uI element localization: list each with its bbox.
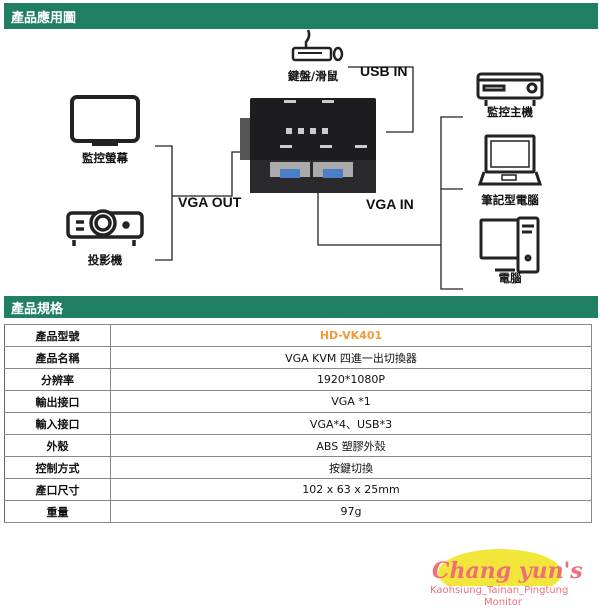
projector-icon [66,209,144,246]
spec-key: 輸入接口 [4,412,111,435]
spec-key: 輸出接口 [4,390,111,413]
watermark-brand: Chang yun's [432,558,583,584]
watermark-sub: Kaohsiung_Tainan_Pingtung [430,585,569,596]
monitor-icon [70,95,140,146]
spec-value: ABS 塑膠外殼 [110,434,592,457]
spec-value: HD-VK401 [110,324,592,347]
section-header-specs: 產品規格 [4,296,598,318]
spec-key: 分辨率 [4,368,111,391]
spec-key: 產口尺寸 [4,478,111,501]
laptop-icon [477,134,543,186]
spec-value: VGA KVM 四進一出切換器 [110,346,592,369]
label-usb-in: USB IN [360,63,408,79]
section-header-application: 產品應用圖 [4,3,598,29]
spec-value: VGA *1 [110,390,592,413]
spec-value: VGA*4、USB*3 [110,412,592,435]
watermark-logo [420,549,600,600]
label-vga-out: VGA OUT [178,194,242,210]
label-projector: 投影機 [87,253,123,267]
label-dvr: 監控主機 [487,105,533,119]
label-keyboard-mouse: 鍵盤/滑鼠 [287,69,339,83]
spec-key: 外殼 [4,434,111,457]
spec-key: 控制方式 [4,456,111,479]
keyboard-mouse-icon [291,29,344,62]
spec-key: 產品名稱 [4,346,111,369]
label-monitor: 監控螢幕 [82,151,128,165]
spec-value: 1920*1080P [110,368,592,391]
label-vga-in: VGA IN [366,196,414,212]
kvm-switch-image [240,98,376,193]
dvr-icon [476,72,544,106]
spec-key: 重量 [4,500,111,523]
spec-value: 102 x 63 x 25mm [110,478,592,501]
spec-value: 97g [110,500,592,523]
label-pc: 電腦 [498,271,522,285]
table-row: 控制方式按鍵切換 [4,456,592,479]
speech-bubble-shape [438,549,562,586]
spec-key: 產品型號 [4,324,111,347]
connector-lines [155,66,463,290]
spec-value: 按鍵切換 [110,456,592,479]
desktop-pc-icon [479,216,540,274]
connection-diagram [66,29,544,290]
label-laptop: 筆記型電腦 [481,193,539,207]
